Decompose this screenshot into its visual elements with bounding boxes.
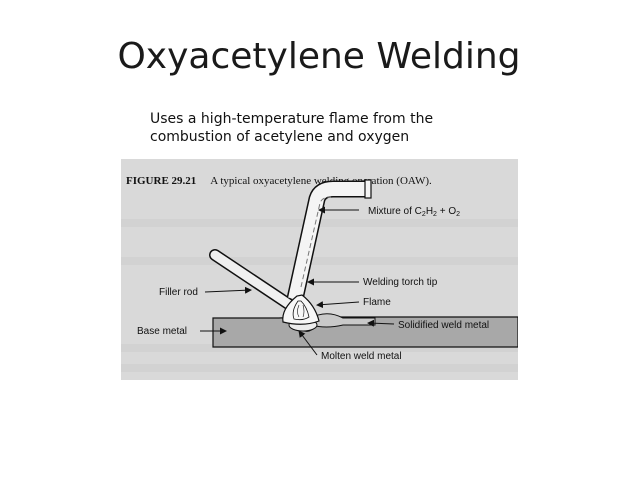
- label-torch-tip: Welding torch tip: [363, 277, 438, 288]
- caption-number: FIGURE 29.21: [126, 175, 196, 187]
- flame: [282, 294, 320, 325]
- subtitle-line-1: Uses a high-temperature flame from the: [150, 111, 434, 127]
- welding-diagram: FIGURE 29.21 A typical oxyacetylene weldi…: [121, 175, 518, 372]
- figure-caption: FIGURE 29.21 A typical oxyacetylene weldi…: [126, 175, 432, 187]
- label-molten-weld-metal: Molten weld metal: [321, 351, 402, 362]
- welding-figure: FIGURE 29.21 A typical oxyacetylene weldi…: [121, 159, 518, 380]
- label-base-metal: Base metal: [137, 326, 187, 337]
- label-filler-rod: Filler rod: [159, 287, 198, 298]
- label-mixture: Mixture of C2H2 + O2: [368, 206, 460, 218]
- solidified-weld-bead: [308, 313, 376, 328]
- welding-torch: [286, 179, 372, 301]
- caption-text: A typical oxyacetylene welding operation…: [210, 175, 432, 187]
- filler-rod: [209, 249, 302, 315]
- slide-title: Oxyacetylene Welding: [117, 36, 521, 77]
- subtitle-line-2: combustion of acetylene and oxygen: [150, 129, 410, 145]
- leader-lines: [200, 206, 395, 356]
- slide-subtitle: Uses a high-temperature flame from the c…: [150, 110, 470, 146]
- label-flame: Flame: [363, 297, 391, 308]
- label-solidified-weld-metal: Solidified weld metal: [398, 320, 489, 331]
